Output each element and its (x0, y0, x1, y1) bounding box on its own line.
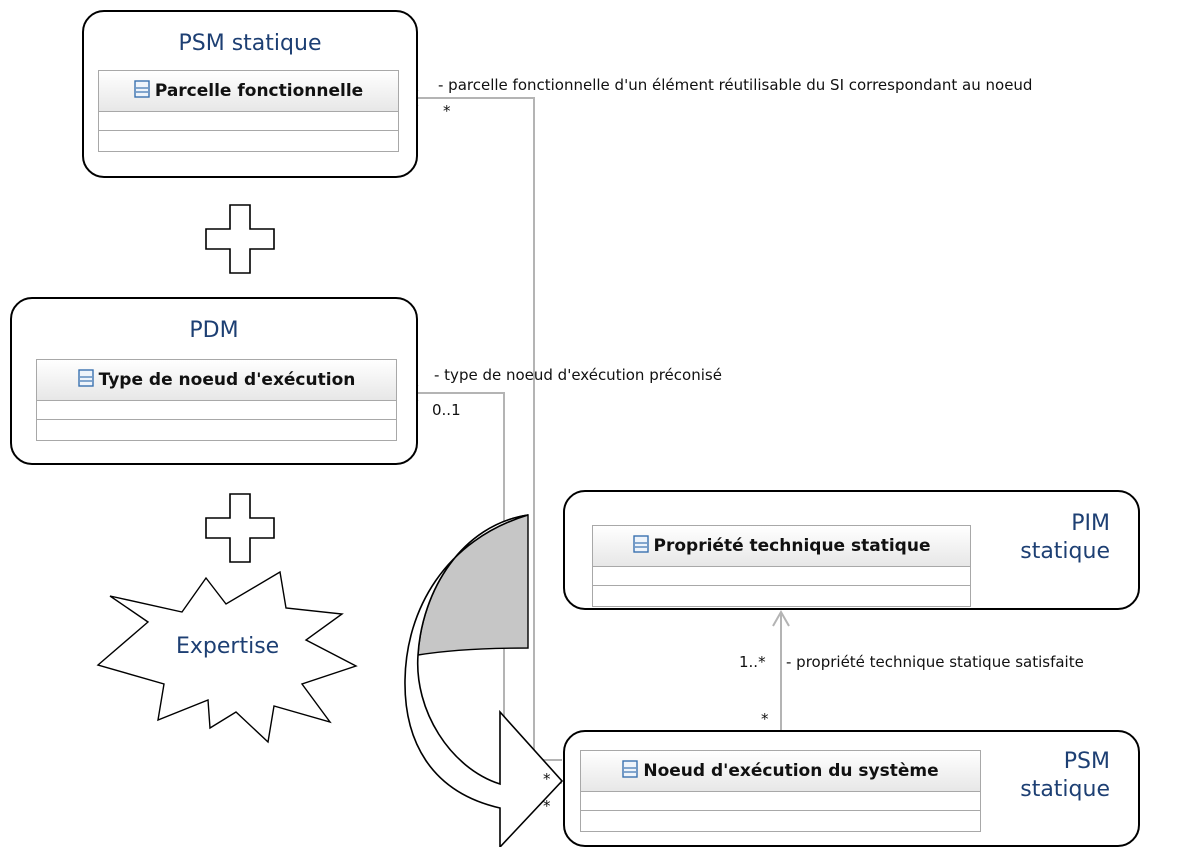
package-title: PDM (189, 318, 239, 343)
class-icon (622, 760, 639, 782)
association-role-propriete: - propriété technique statique satisfait… (786, 653, 1084, 671)
class-header: Type de noeud d'exécution (37, 360, 396, 401)
package-title: PSM statique (178, 31, 322, 56)
class-attributes (593, 567, 970, 586)
multiplicity-noeud-1: * (543, 770, 551, 788)
transformation-arrow-body (404, 514, 564, 847)
expertise-starburst-icon (96, 570, 358, 744)
class-icon (77, 369, 94, 391)
package-title-line1: PIM (1071, 511, 1110, 536)
multiplicity-propriete-top: 1..* (739, 653, 766, 671)
class-header: Parcelle fonctionnelle (99, 71, 398, 112)
class-icon (134, 80, 150, 102)
multiplicity-parcelle: * (443, 102, 451, 120)
class-operations (37, 420, 396, 440)
class-name: Parcelle fonctionnelle (154, 81, 364, 101)
class-parcelle-fonctionnelle[interactable]: Parcelle fonctionnelle (98, 70, 399, 152)
association-propriete-arrowhead (772, 609, 790, 627)
package-title-line2: statique (1020, 539, 1110, 564)
class-icon (632, 535, 649, 557)
class-attributes (99, 112, 398, 131)
class-operations (593, 586, 970, 606)
class-attributes (37, 401, 396, 420)
class-header: Propriété technique statique (593, 526, 970, 567)
association-role-type: - type de noeud d'exécution préconisé (434, 366, 722, 384)
association-parcelle-line (404, 97, 562, 761)
plus-sign-icon (205, 204, 275, 274)
class-operations (99, 131, 398, 151)
class-name: Propriété technique statique (653, 536, 931, 556)
class-operations (581, 811, 980, 831)
expertise-label: Expertise (176, 634, 280, 659)
association-role-parcelle: - parcelle fonctionnelle d'un élément ré… (438, 76, 1033, 94)
class-propriete-technique-statique[interactable]: Propriété technique statique (592, 525, 971, 607)
multiplicity-propriete-bottom: * (761, 710, 769, 728)
multiplicity-noeud-2: * (543, 797, 551, 815)
class-header: Noeud d'exécution du système (581, 751, 980, 792)
class-type-de-noeud[interactable]: Type de noeud d'exécution (36, 359, 397, 441)
class-name: Type de noeud d'exécution (98, 370, 356, 390)
multiplicity-type: 0..1 (432, 401, 461, 419)
class-noeud-execution-systeme[interactable]: Noeud d'exécution du système (580, 750, 981, 832)
class-name: Noeud d'exécution du système (643, 761, 939, 781)
plus-sign-icon (205, 493, 275, 563)
package-title-line2: statique (1020, 777, 1110, 802)
package-title-line1: PSM (1063, 749, 1110, 774)
class-attributes (581, 792, 980, 811)
